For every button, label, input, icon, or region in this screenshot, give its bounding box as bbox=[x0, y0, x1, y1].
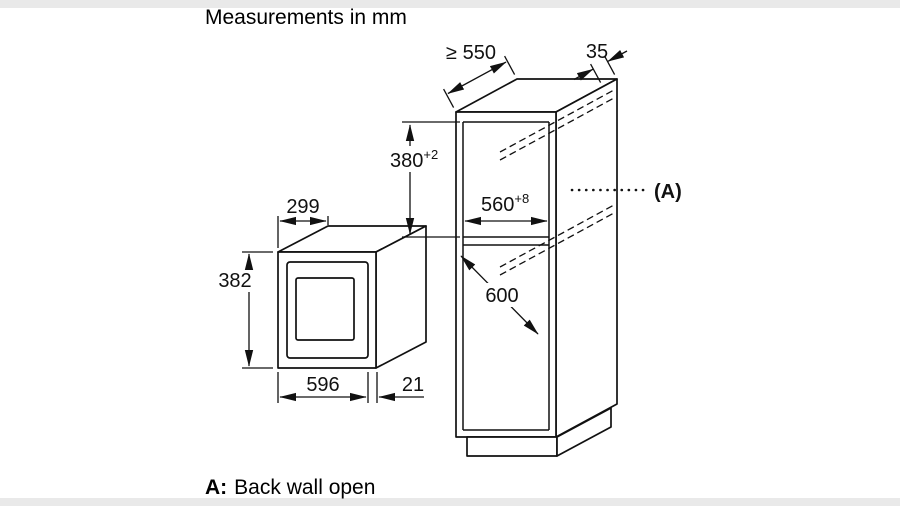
cabinet-drawing bbox=[455, 78, 618, 457]
dim-label-35: 35 bbox=[586, 41, 608, 63]
dim-label-21: 21 bbox=[402, 374, 424, 396]
label-bg-382 bbox=[212, 270, 258, 292]
dim-label-596: 596 bbox=[306, 374, 339, 396]
dim-arrow-35-right bbox=[607, 49, 628, 62]
microwave-side-face bbox=[375, 225, 427, 369]
cabinet-front-face bbox=[455, 111, 557, 438]
dim-label-550: ≥ 550 bbox=[446, 42, 496, 64]
footnote-text: Back wall open bbox=[234, 476, 376, 499]
ext-line bbox=[590, 63, 602, 83]
letterbox-bottom bbox=[0, 498, 900, 506]
dim-label-299: 299 bbox=[286, 196, 319, 218]
ext-line bbox=[604, 55, 616, 75]
dimension-label-backplates bbox=[212, 146, 535, 307]
letterbox-top bbox=[0, 0, 900, 8]
page-title: Measurements in mm bbox=[205, 6, 407, 29]
dim-arrow-35-left bbox=[573, 68, 594, 81]
dim-label-560-sup: +8 bbox=[514, 191, 529, 206]
label-bg-560 bbox=[477, 189, 535, 215]
microwave-drawing bbox=[277, 225, 427, 369]
footnote-label: A: bbox=[205, 476, 228, 499]
cabinet-plinth-side bbox=[556, 407, 612, 457]
dim-label-560: 560+8 bbox=[481, 191, 529, 216]
label-bg-600 bbox=[480, 283, 525, 307]
microwave-door-window bbox=[295, 277, 355, 341]
dim-label-382: 382 bbox=[218, 270, 251, 292]
dim-label-380: 380+2 bbox=[390, 147, 438, 172]
cabinet-side-face bbox=[555, 78, 618, 438]
dim-line-550 bbox=[447, 61, 507, 95]
label-bg-380 bbox=[386, 146, 443, 172]
ext-line bbox=[504, 55, 516, 75]
dim-label-600: 600 bbox=[485, 285, 518, 307]
dim-label-380-sup: +2 bbox=[423, 147, 438, 162]
ext-line bbox=[443, 88, 455, 108]
footnote: A: Back wall open bbox=[205, 476, 375, 500]
dim-label-560-value: 560 bbox=[481, 194, 514, 216]
dimension-lines bbox=[242, 49, 628, 403]
dim-label-380-value: 380 bbox=[390, 150, 423, 172]
back-wall-label: (A) bbox=[654, 181, 682, 203]
cabinet-plinth-front bbox=[466, 436, 558, 457]
